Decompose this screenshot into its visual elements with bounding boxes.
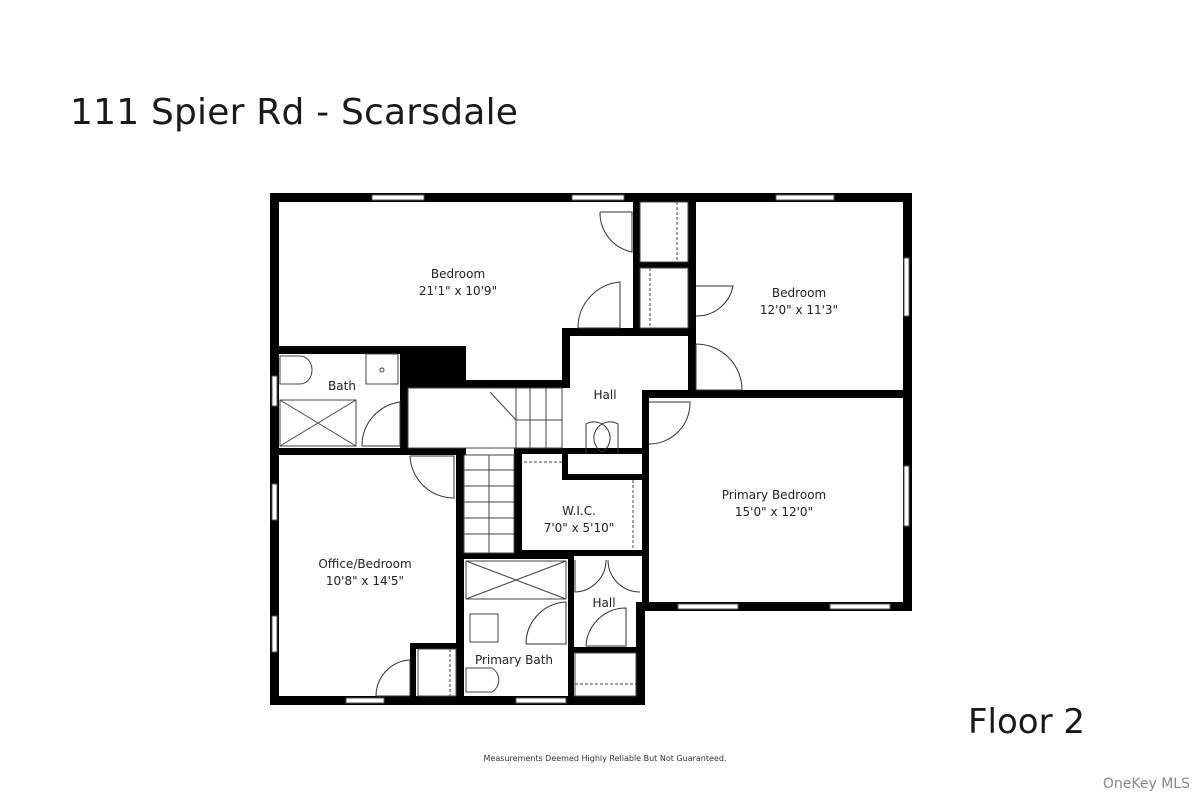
- room-label-hall-upper: Hall: [593, 388, 617, 402]
- floor-label: Floor 2: [968, 702, 1086, 742]
- room-label-hall-lower: Hall: [592, 596, 616, 610]
- fixtures: [279, 201, 689, 697]
- room-label-bath: Bath: [328, 379, 356, 393]
- stairs: [407, 387, 563, 554]
- watermark: OneKey MLS: [1102, 776, 1190, 792]
- windows: [271, 194, 910, 704]
- disclaimer: Measurements Deemed Highly Reliable But …: [483, 754, 727, 763]
- property-title: 111 Spier Rd - Scarsdale: [70, 92, 519, 133]
- doors: [361, 211, 743, 697]
- room-label-wic: W.I.C.7'0" x 5'10": [543, 504, 615, 535]
- room-label-primary-bath: Primary Bath: [474, 653, 554, 667]
